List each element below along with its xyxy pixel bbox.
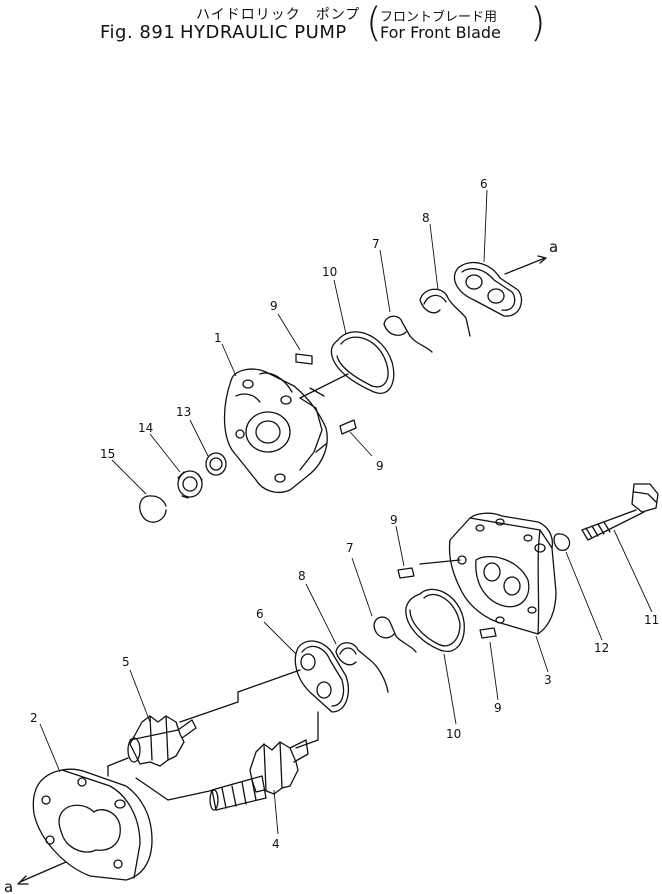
through-bolt — [581, 483, 659, 541]
callout-6-top: 6 — [480, 177, 488, 191]
figure-number: Fig. 891 — [100, 22, 176, 43]
callout-9-top-1: 9 — [270, 299, 278, 313]
assembly-line-bottom-4 — [135, 777, 215, 801]
callout-9-top-2: 9 — [376, 459, 384, 473]
arrow-line-bottom — [19, 861, 67, 883]
callout-8-bottom: 8 — [298, 569, 306, 583]
callout-7-bottom: 7 — [346, 541, 354, 555]
seal-top — [383, 315, 433, 353]
wear-plate-bottom — [294, 640, 349, 713]
dowel-pin-top-2 — [339, 419, 357, 435]
arrow-label-a-top: a — [549, 238, 558, 256]
callout-9-bottom-2: 9 — [494, 701, 502, 715]
title-note-japanese: フロントブレード用 — [380, 10, 498, 25]
callout-3: 3 — [544, 673, 552, 687]
left-paren: ( — [366, 0, 382, 46]
callout-14: 14 — [138, 421, 153, 435]
callout-15: 15 — [100, 447, 115, 461]
figure-title-block: ハイドロリック ポンプ Fig. 891 HYDRAULIC PUMP ( フロ… — [100, 2, 560, 52]
title-japanese: ハイドロリック ポンプ — [196, 7, 361, 23]
gear-case — [32, 768, 153, 881]
assembly-line-bottom-1 — [419, 559, 461, 565]
callout-5: 5 — [122, 655, 130, 669]
callout-1: 1 — [214, 331, 222, 345]
seal-bottom — [373, 616, 417, 653]
callout-12: 12 — [594, 641, 609, 655]
rear-housing — [448, 512, 557, 635]
arrow-label-a-bottom: a — [4, 878, 13, 894]
right-paren: ) — [530, 0, 546, 46]
arrow-line-top — [504, 257, 546, 275]
drive-gear-shaft — [209, 739, 309, 811]
arrow-head-bottom — [17, 875, 29, 885]
washer — [205, 452, 227, 476]
wear-plate-top — [453, 261, 523, 317]
o-ring-bottom — [405, 588, 465, 652]
callout-13: 13 — [176, 405, 191, 419]
dowel-pin-bottom-1 — [397, 567, 415, 579]
callout-2: 2 — [30, 711, 38, 725]
front-cover — [223, 368, 328, 494]
backup-ring-top — [419, 288, 471, 337]
title-note-english: For Front Blade — [380, 23, 501, 42]
callout-6-bottom: 6 — [256, 607, 264, 621]
callout-7-top: 7 — [372, 237, 380, 251]
snap-ring — [139, 495, 167, 523]
callout-9-bottom-1: 9 — [390, 513, 398, 527]
dowel-pin-bottom-2 — [479, 627, 497, 639]
bolt-washer — [553, 533, 571, 551]
assembly-line-bottom-2 — [179, 669, 301, 723]
figure-title: HYDRAULIC PUMP — [180, 22, 347, 43]
o-ring-top — [330, 331, 395, 394]
assembly-line-top-1 — [299, 373, 349, 399]
dowel-pin-top-1 — [295, 353, 313, 365]
driven-gear — [127, 715, 197, 767]
callout-10-top: 10 — [322, 265, 337, 279]
callout-8-top: 8 — [422, 211, 430, 225]
assembly-line-bottom-3 — [295, 711, 319, 749]
oil-seal — [177, 470, 203, 499]
callout-10-bottom: 10 — [446, 727, 461, 741]
callout-11: 11 — [644, 613, 659, 627]
callout-4: 4 — [272, 837, 280, 851]
backup-ring-bottom — [335, 642, 389, 693]
arrow-head-top — [537, 255, 547, 264]
